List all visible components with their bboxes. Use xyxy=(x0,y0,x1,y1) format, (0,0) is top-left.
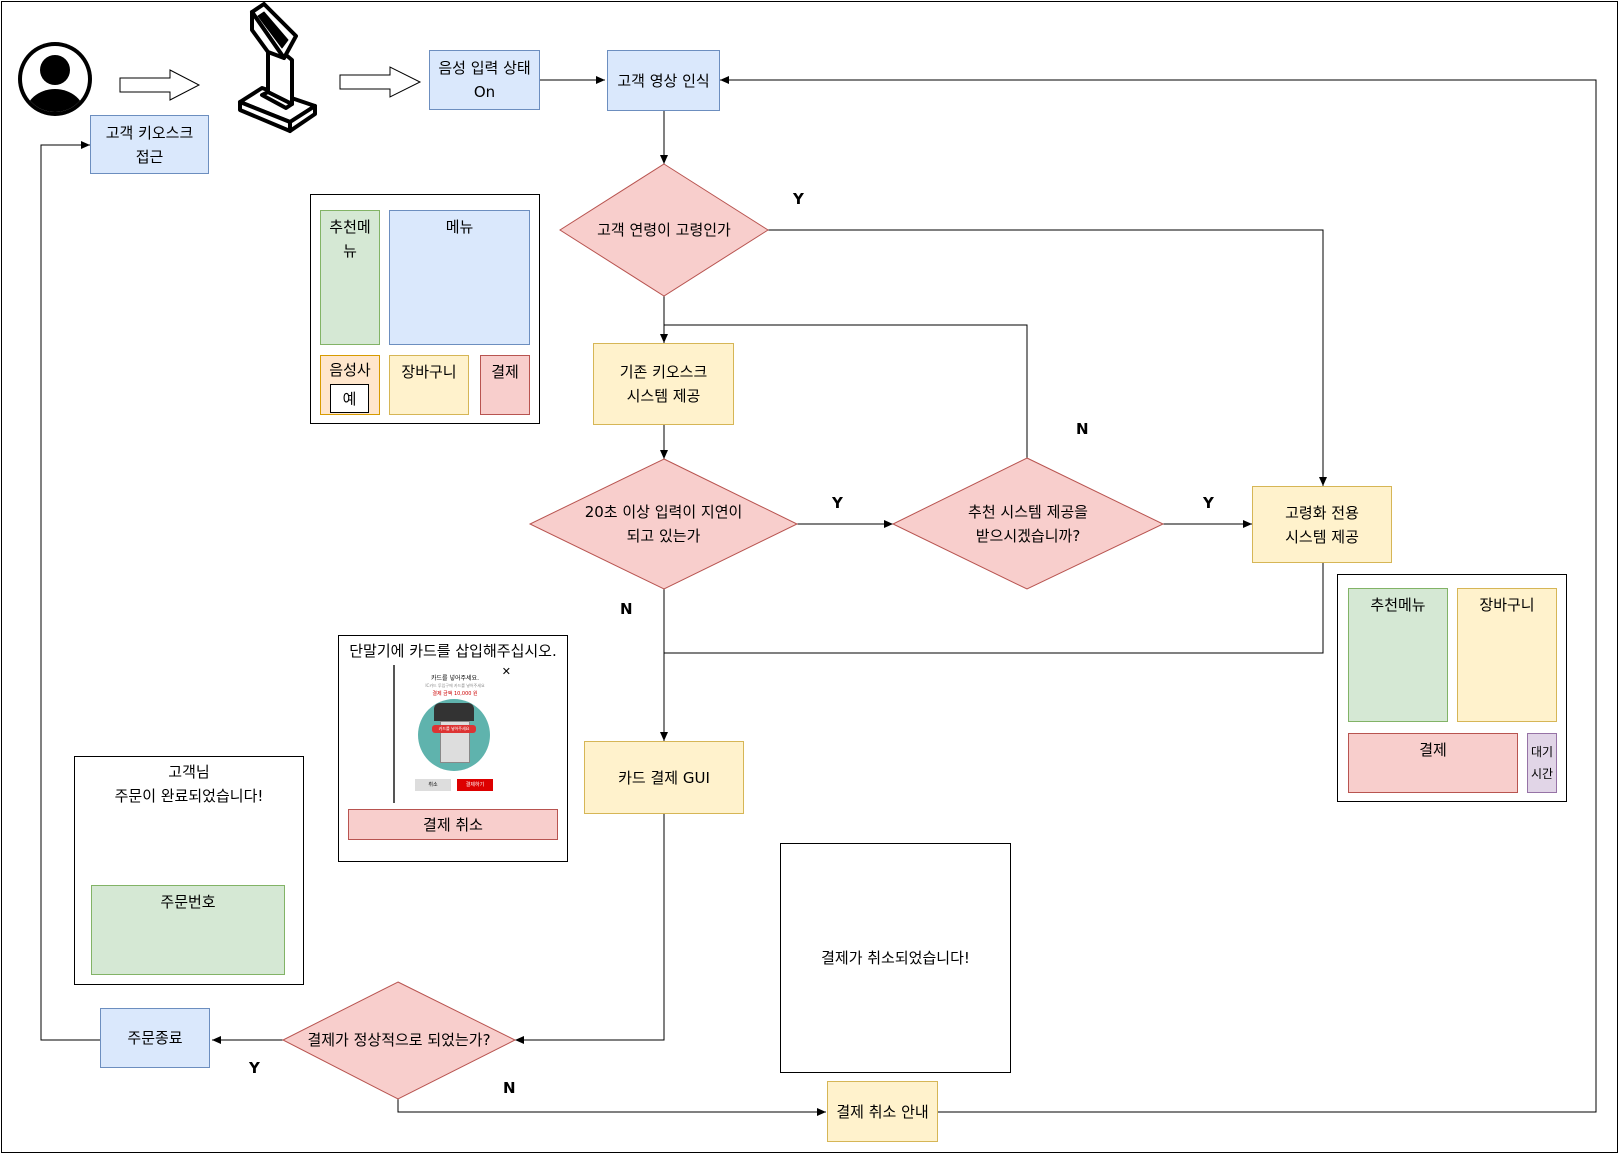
elderly-wait-time: 대기 시간 xyxy=(1527,733,1557,793)
edge-label-delay-yes: Y xyxy=(832,494,843,512)
card-reader-slot xyxy=(434,703,474,721)
decision-recommend xyxy=(891,457,1165,590)
card-reader-illustration: 카드를 넣어주세요 xyxy=(418,699,490,771)
basic-menu: 메뉴 xyxy=(389,210,530,345)
edge-card-to-payment xyxy=(515,814,665,1044)
edge-label-recommend-yes: Y xyxy=(1203,494,1214,512)
card-dialog: ✕ 카드를 넣어주세요. IC카드 투입구에 카드를 넣어주세요 결제 금액 1… xyxy=(393,665,515,803)
basic-voice-assist-label: 음성사 xyxy=(329,361,371,379)
basic-recommend-menu: 추천메 뉴 xyxy=(320,210,380,345)
right-arrow-icon xyxy=(339,66,422,98)
decision-age xyxy=(559,163,769,297)
node-customer-approach: 고객 키오스크 접근 xyxy=(90,115,209,174)
edge-elderly-to-card xyxy=(664,563,1324,654)
node-voice-on: 음성 입력 상태 On xyxy=(429,50,540,110)
payment-cancelled-mockup: 결제가 취소되었습니다! xyxy=(780,843,1011,1073)
decision-payment xyxy=(281,981,517,1100)
card-screen-title: 단말기에 카드를 삽입해주십시오. xyxy=(349,642,557,660)
order-number-box: 주문번호 xyxy=(91,885,285,975)
kiosk-icon xyxy=(238,2,317,133)
decision-delay-text: 20초 이상 입력이 지연이 되고 있는가 xyxy=(584,503,743,545)
edge-label-age-yes: Y xyxy=(793,190,804,208)
node-card-gui: 카드 결제 GUI xyxy=(584,741,744,814)
order-complete-message: 고객님 주문이 완료되었습니다! xyxy=(114,763,264,805)
basic-voice-button[interactable]: 예 xyxy=(330,384,369,413)
edge-label-delay-no: N xyxy=(620,600,633,618)
node-basic-system: 기존 키오스크 시스템 제공 xyxy=(593,343,734,425)
edge-age-yes xyxy=(768,229,1327,486)
node-order-end: 주문종료 xyxy=(100,1008,210,1068)
decision-age-text: 고객 연령이 고령인가 xyxy=(597,221,731,239)
card-reader-label: 카드를 넣어주세요 xyxy=(432,725,476,733)
edge-label-recommend-no: N xyxy=(1076,420,1089,438)
edge-cancel-to-video xyxy=(720,76,1597,1113)
elderly-payment: 결제 xyxy=(1348,733,1518,793)
card-dialog-close-icon[interactable]: ✕ xyxy=(501,665,511,678)
card-dialog-cancel-button[interactable]: 취소 xyxy=(415,779,451,791)
right-arrow-icon xyxy=(119,69,201,101)
node-elderly-system: 고령화 전용 시스템 제공 xyxy=(1252,486,1392,563)
card-dialog-confirm-button[interactable]: 결제하기 xyxy=(457,779,493,791)
elderly-cart: 장바구니 xyxy=(1457,588,1557,722)
card-dialog-amount: 결제 금액 10,000 원 xyxy=(432,691,478,697)
edge-label-payment-no: N xyxy=(503,1079,516,1097)
decision-delay xyxy=(528,458,799,590)
card-dialog-sub: IC카드 투입구에 카드를 넣어주세요 xyxy=(425,683,485,688)
decision-recommend-text: 추천 시스템 제공을 받으시겠습니까? xyxy=(968,503,1088,545)
elderly-recommend-menu: 추천메뉴 xyxy=(1348,588,1448,722)
card-cancel-button[interactable]: 결제 취소 xyxy=(348,809,558,840)
node-video-recognition: 고객 영상 인식 xyxy=(607,50,720,111)
edge-end-to-start xyxy=(40,141,100,1041)
edge-recommend-no xyxy=(664,324,1028,458)
card-dialog-title: 카드를 넣어주세요. xyxy=(431,675,479,682)
basic-cart: 장바구니 xyxy=(389,355,469,415)
node-cancel-notice: 결제 취소 안내 xyxy=(827,1081,938,1142)
edge-label-payment-yes: Y xyxy=(249,1059,260,1077)
decision-payment-text: 결제가 정상적으로 되었는가? xyxy=(307,1031,491,1049)
edge-payment-no xyxy=(397,1099,826,1116)
basic-payment: 결제 xyxy=(480,355,530,415)
user-avatar-icon xyxy=(18,42,92,116)
